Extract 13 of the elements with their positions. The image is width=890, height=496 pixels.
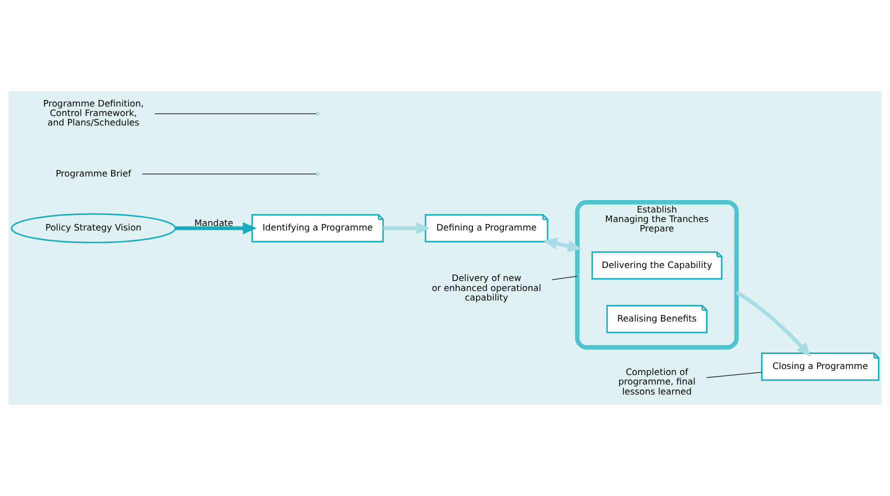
- arrow: [736, 290, 811, 356]
- node-text: Programme Brief: [56, 169, 132, 180]
- connector: [154, 113, 317, 114]
- arrow: [383, 222, 430, 234]
- node-text: Programme Definition, Control Framework, and Plans/Schedules: [43, 99, 144, 129]
- connector: [706, 372, 762, 378]
- connector: [552, 276, 578, 280]
- arrow: [543, 238, 582, 252]
- arrow: [176, 222, 257, 234]
- node-text: Delivery of new or enhanced operational capability: [432, 274, 542, 304]
- node-ellipse: Policy Strategy Vision: [10, 213, 176, 244]
- edge-label: Mandate: [194, 218, 234, 229]
- node-text: Completion of programme, final lessons learned: [618, 368, 696, 398]
